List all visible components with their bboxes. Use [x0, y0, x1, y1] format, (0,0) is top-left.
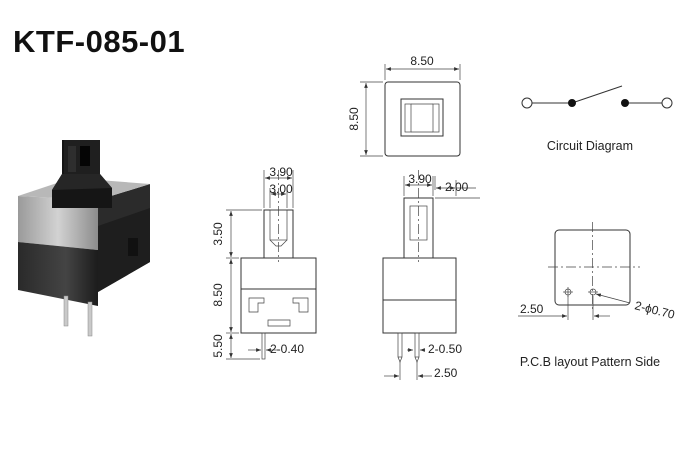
side-pin-pitch-label: 2.50	[434, 366, 458, 380]
front-cap-height-label: 3.50	[211, 222, 225, 246]
pcb-hole-label: 2-ϕ0.70	[633, 298, 676, 322]
product-photo	[18, 140, 150, 337]
front-inner-width-label: 3.00	[269, 182, 293, 196]
side-width-label: 3.90	[408, 172, 432, 186]
top-height-label: 8.50	[347, 107, 361, 131]
pcb-pitch-label: 2.50	[520, 302, 544, 316]
top-width-label: 8.50	[410, 54, 434, 68]
front-body-height-label: 8.50	[211, 283, 225, 307]
pcb-caption: P.C.B layout Pattern Side	[520, 355, 660, 369]
front-outer-width-label: 3.90	[269, 165, 293, 179]
side-pin-width-label: 2-0.50	[428, 342, 462, 356]
front-pin-width-label: 2-0.40	[270, 342, 304, 356]
front-pin-length-label: 5.50	[211, 334, 225, 358]
side-offset-label: 2.00	[445, 180, 469, 194]
pcb-layout: 2.50 2-ϕ0.70 P.C.B layout Pattern Side	[518, 222, 677, 369]
top-view: 8.50 8.50	[347, 54, 461, 157]
circuit-caption: Circuit Diagram	[547, 139, 633, 153]
side-view: 3.90 2.00 2-0.50 2.50	[382, 170, 480, 380]
front-view: 3.90 3.00 3.50 8.50 5.50 2-0.40	[211, 165, 317, 360]
circuit-diagram: Circuit Diagram	[521, 85, 673, 153]
product-title: KTF-085-01	[13, 24, 186, 59]
